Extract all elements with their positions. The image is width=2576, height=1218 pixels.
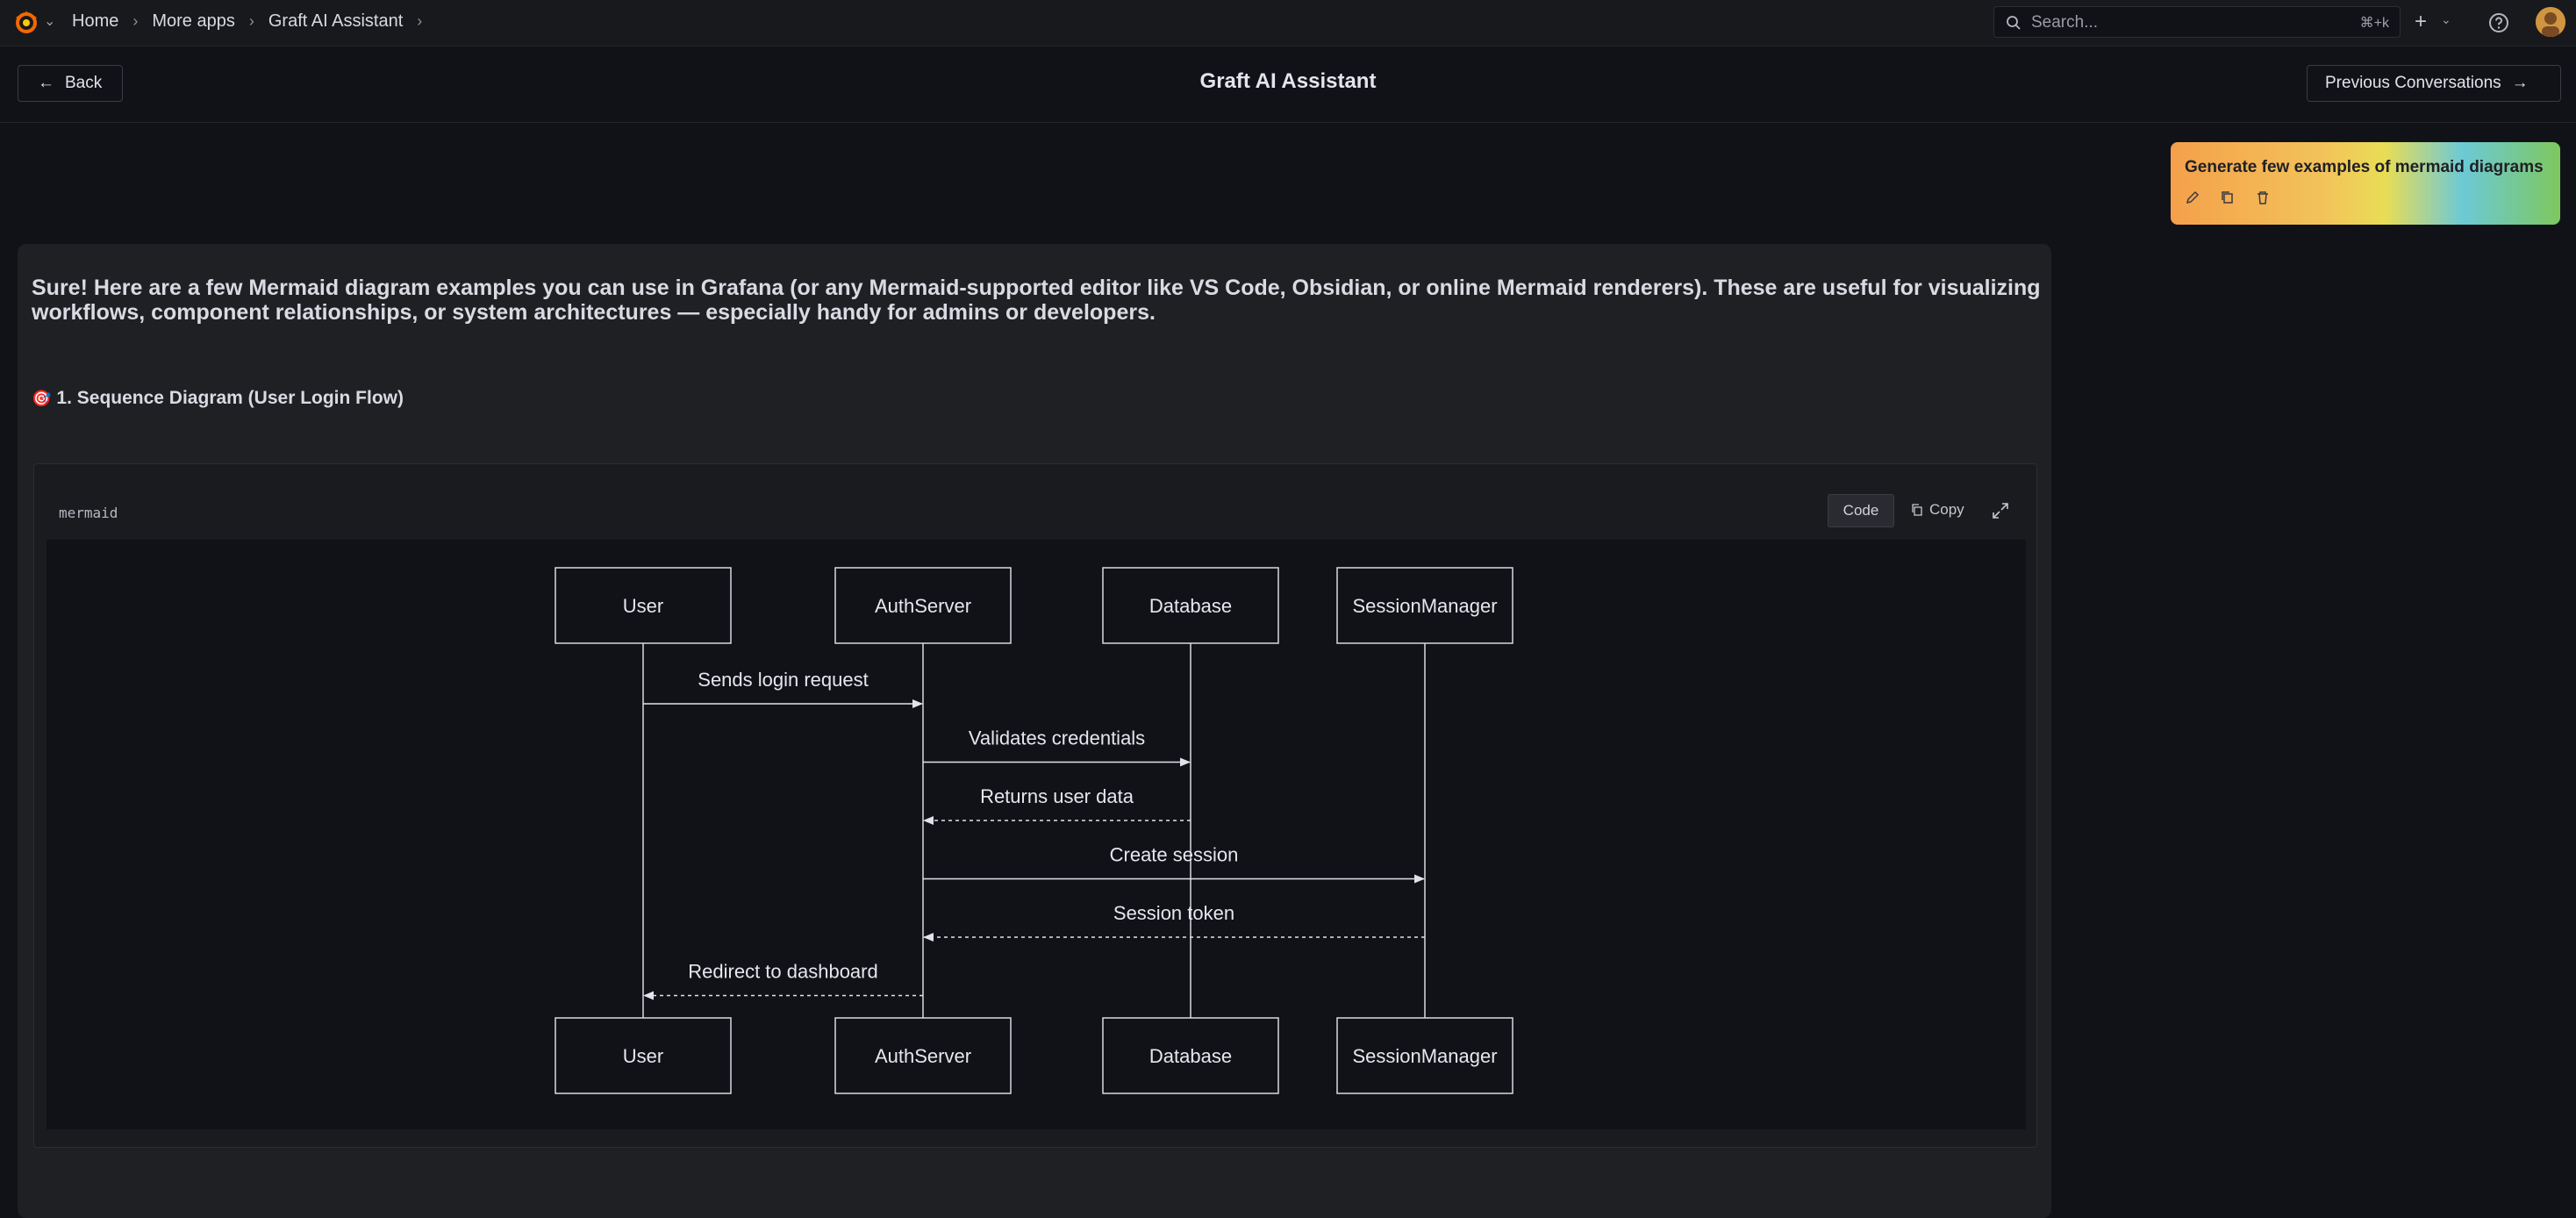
chevron-right-icon: ›: [417, 12, 423, 30]
message-label: Sends login request: [698, 669, 868, 691]
section-heading: 🎯 1. Sequence Diagram (User Login Flow): [32, 388, 404, 409]
add-button[interactable]: +: [2415, 10, 2428, 33]
help-icon[interactable]: [2487, 11, 2511, 35]
participant-box: [834, 1017, 1012, 1094]
user-message-bubble: Generate few examples of mermaid diagram…: [2171, 142, 2560, 225]
section-title: 1. Sequence Diagram (User Login Flow): [56, 388, 404, 408]
back-button[interactable]: ← Back: [18, 65, 123, 102]
participant-box: [1336, 567, 1513, 644]
copy-icon: [1912, 504, 1922, 516]
breadcrumb: Home › More apps › Graft AI Assistant ›: [72, 11, 436, 32]
back-button-label: Back: [65, 74, 103, 92]
copy-icon[interactable]: [2220, 190, 2236, 205]
code-language-label: mermaid: [59, 505, 118, 521]
participant-box: [834, 567, 1012, 644]
chevron-right-icon: ›: [132, 12, 139, 30]
chevron-down-icon[interactable]: ⌄: [44, 14, 56, 29]
participant-label-bottom: AuthServer: [875, 1045, 971, 1067]
search-shortcut-hint: ⌘+k: [2359, 16, 2389, 31]
participant-box: [1102, 567, 1279, 644]
code-button[interactable]: Code: [1828, 494, 1894, 527]
participant-label-bottom: User: [623, 1045, 663, 1067]
chevron-right-icon: ›: [248, 12, 254, 30]
page-header: ← Back Graft AI Assistant Previous Conve…: [0, 47, 2576, 123]
message-label: Session token: [1113, 902, 1234, 924]
participant-box: [1102, 1017, 1279, 1094]
assistant-response: Sure! Here are a few Mermaid diagram exa…: [18, 244, 2051, 1218]
message-label: Validates credentials: [969, 727, 1145, 749]
copy-button[interactable]: Copy: [1910, 501, 1964, 519]
arrow-left-icon: ←: [38, 74, 54, 92]
participant-label-top: User: [623, 595, 663, 617]
previous-conversations-label: Previous Conversations: [2325, 74, 2501, 92]
search-input[interactable]: [2029, 11, 2331, 35]
user-avatar-icon: [2536, 7, 2565, 37]
breadcrumb-home[interactable]: Home: [72, 11, 119, 31]
search-icon: [2007, 16, 2021, 30]
user-message-text: Generate few examples of mermaid diagram…: [2185, 158, 2544, 176]
search-box[interactable]: ⌘+k: [1993, 6, 2401, 38]
target-icon: 🎯: [32, 389, 52, 407]
page-title: Graft AI Assistant: [1199, 69, 1377, 93]
breadcrumb-more-apps[interactable]: More apps: [152, 11, 235, 31]
breadcrumb-graft-ai-assistant[interactable]: Graft AI Assistant: [268, 11, 404, 31]
top-nav-bar: ⌄ Home › More apps › Graft AI Assistant …: [0, 0, 2576, 47]
copy-button-label: Copy: [1929, 501, 1964, 518]
participant-label-bottom: Database: [1149, 1045, 1232, 1067]
arrow-right-icon: →: [2511, 74, 2529, 92]
sequence-diagram: UserUserAuthServerAuthServerDatabaseData…: [555, 567, 1513, 1094]
participant-label-top: Database: [1149, 595, 1232, 617]
participant-box: [555, 1017, 732, 1094]
grafana-logo-icon[interactable]: [12, 9, 40, 37]
participant-label-top: AuthServer: [875, 595, 971, 617]
edit-icon[interactable]: [2185, 190, 2200, 205]
message-label: Create session: [1110, 844, 1239, 866]
chevron-down-icon[interactable]: ⌄: [2441, 12, 2451, 26]
participant-label-top: SessionManager: [1352, 595, 1497, 617]
previous-conversations-button[interactable]: Previous Conversations →: [2307, 65, 2561, 102]
delete-icon[interactable]: [2255, 190, 2271, 205]
expand-icon[interactable]: [1991, 501, 2010, 520]
response-intro: Sure! Here are a few Mermaid diagram exa…: [32, 276, 2041, 325]
message-label: Returns user data: [980, 785, 1134, 807]
participant-box: [555, 567, 732, 644]
participant-label-bottom: SessionManager: [1352, 1045, 1497, 1067]
avatar[interactable]: [2536, 7, 2565, 37]
participant-box: [1336, 1017, 1513, 1094]
message-label: Redirect to dashboard: [688, 961, 877, 983]
